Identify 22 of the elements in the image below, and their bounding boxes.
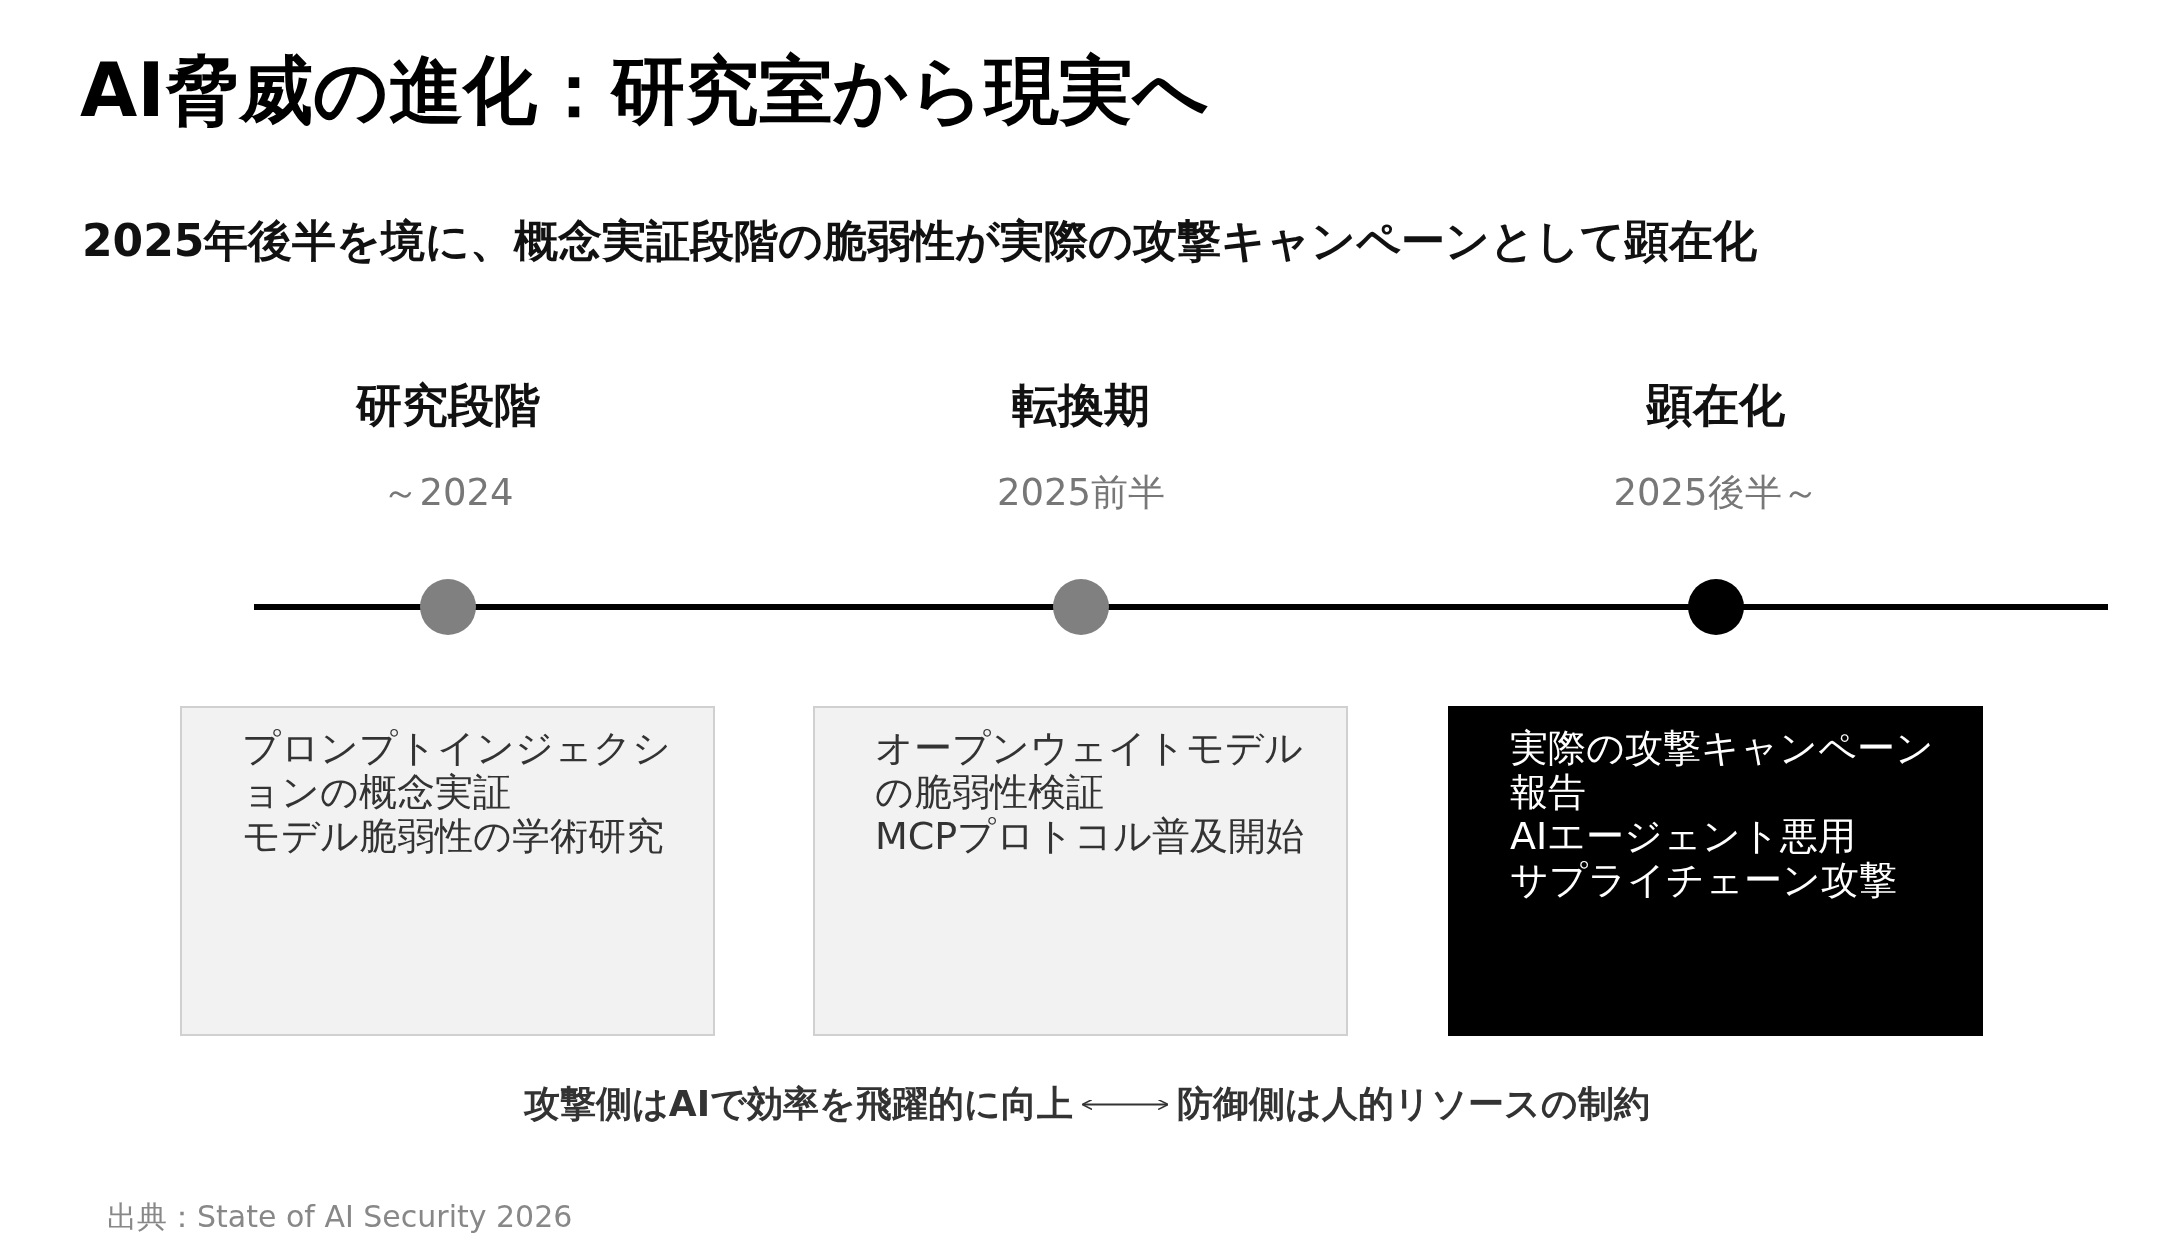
milestone-item: MCPプロトコル普及開始 [875,814,1306,858]
period-label: 2025前半 [995,470,1167,516]
stage-heading: 転換期 [1011,377,1151,434]
milestone-item: 実際の攻撃キャンペーン報告 [1510,726,1935,814]
milestone-item: オープンウェイトモデルの脆弱性検証 [875,726,1304,814]
milestone-box [813,706,1348,1036]
contrast-text: 攻撃側はAIで効率を飛躍的に向上 [523,1080,1074,1129]
milestone-box [1448,706,1983,1036]
double-arrow [1081,1098,1169,1111]
period-label: ～2024 [381,470,515,516]
stage-heading: 研究段階 [354,377,541,434]
title: AI脅威の進化：研究室から現実へ [80,46,1209,135]
contrast-text: 防御側は人的リソースの制約 [1177,1080,1651,1129]
milestone-item: サプライチェーン攻撃 [1510,858,1898,902]
milestone-box [180,706,715,1036]
milestone-item: モデル脆弱性の学術研究 [242,814,665,858]
stage-heading: 顕在化 [1645,377,1786,434]
milestone-item: AIエージェント悪用 [1510,814,1858,858]
milestone-item: プロンプトインジェクションの概念実証 [242,726,672,814]
source-caption: 出典：State of AI Security 2026 [107,1198,573,1236]
period-label: 2025後半～ [1612,470,1820,516]
subtitle: 2025年後半を境に、概念実証段階の脆弱性が実際の攻撃キャンペーンとして顕在化 [82,214,1758,268]
